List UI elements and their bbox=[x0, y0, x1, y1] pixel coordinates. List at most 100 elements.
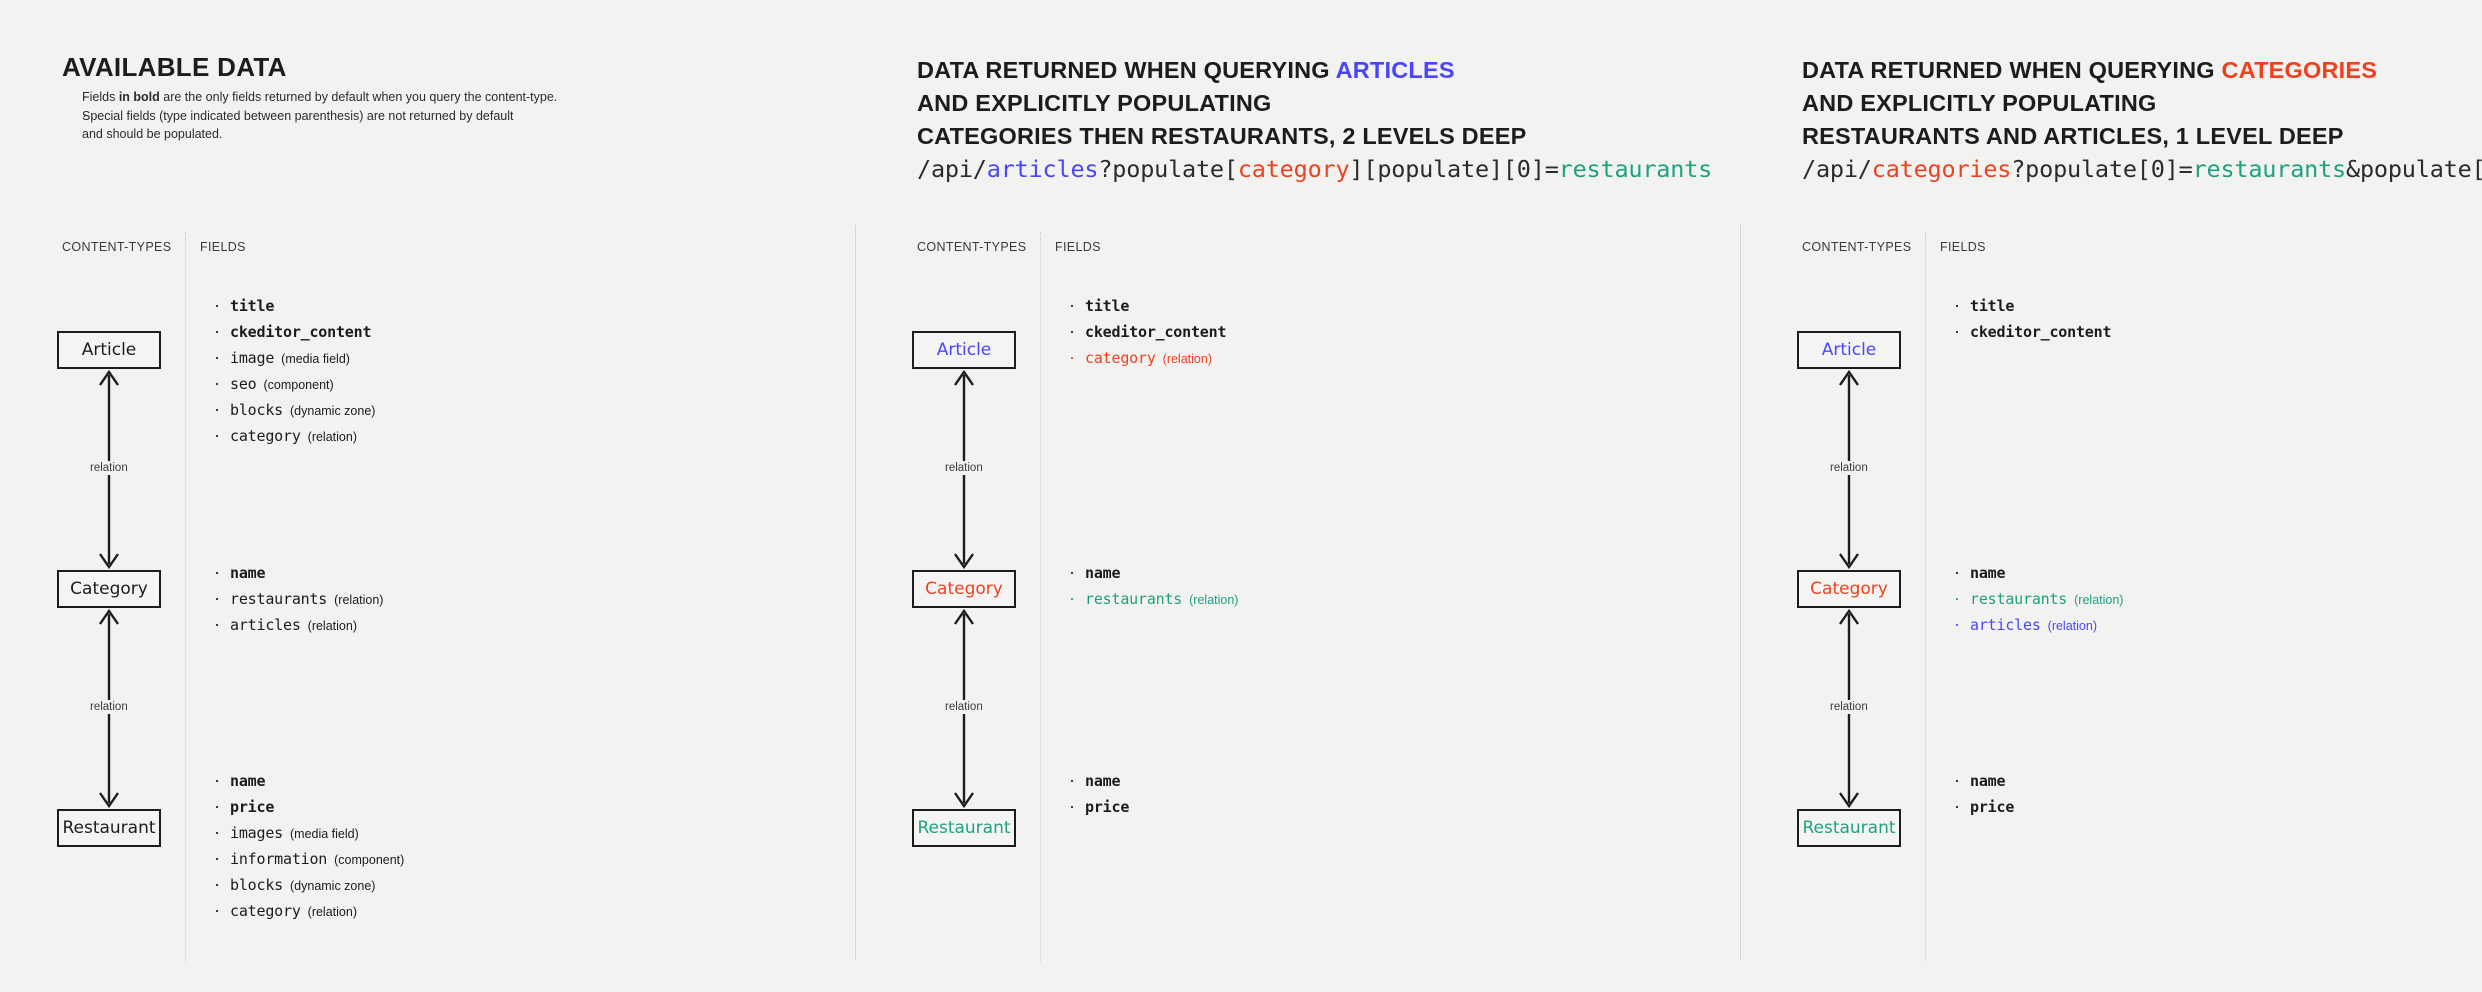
field-row: name bbox=[1952, 561, 2123, 585]
field-row: price bbox=[212, 795, 404, 819]
field-type: (relation) bbox=[1162, 352, 1212, 366]
relation-label: relation bbox=[1826, 461, 1872, 475]
field-row: seo(component) bbox=[212, 372, 375, 396]
field-row: articles (relation) bbox=[1952, 613, 2123, 637]
fields-list-category: namerestaurants(relation) articles (relati… bbox=[1952, 561, 2124, 640]
field-name: price bbox=[230, 798, 275, 816]
field-row: images(media field) bbox=[212, 821, 404, 845]
col-header-fields: FIELDS bbox=[200, 240, 246, 254]
col-header-fields: FIELDS bbox=[1055, 240, 1101, 254]
entity-box-category[interactable]: Category bbox=[57, 570, 161, 608]
field-type: (relation) bbox=[1189, 593, 1239, 607]
field-row: name bbox=[1952, 769, 2014, 793]
relation-label: relation bbox=[1826, 700, 1872, 714]
panel-available-data: AVAILABLE DATA Fields in bold are the on… bbox=[0, 0, 855, 992]
heading-highlight-categories: CATEGORIES bbox=[2221, 56, 2378, 83]
field-type: (relation) bbox=[2074, 593, 2124, 607]
field-name: name bbox=[1085, 564, 1121, 582]
field-name: ckeditor_content bbox=[1970, 323, 2112, 341]
field-type: (relation) bbox=[307, 430, 357, 444]
field-name: name bbox=[230, 772, 266, 790]
field-row: category (relation) bbox=[212, 899, 404, 923]
field-name: title bbox=[1085, 297, 1130, 315]
url-segment: ][populate][0]= bbox=[1349, 155, 1559, 183]
heading-line1: DATA RETURNED WHEN QUERYING CATEGORIES bbox=[1802, 56, 2378, 83]
field-row: restaurants(relation) bbox=[1067, 587, 1239, 611]
field-name: information bbox=[230, 850, 328, 868]
api-url-articles[interactable]: /api/articles?populate[category][populat… bbox=[917, 155, 1712, 183]
entity-box-article[interactable]: Article bbox=[57, 331, 161, 369]
field-name: price bbox=[1085, 798, 1130, 816]
field-row: title bbox=[1952, 294, 2111, 318]
heading-line2: AND EXPLICITLY POPULATING bbox=[1802, 89, 2157, 116]
relation-label: relation bbox=[941, 700, 987, 714]
field-type: (relation) bbox=[307, 905, 357, 919]
fields-divider bbox=[1040, 232, 1041, 962]
url-segment: /api/ bbox=[917, 155, 987, 183]
field-row: ckeditor_content bbox=[1952, 320, 2112, 344]
heading-line1: DATA RETURNED WHEN QUERYING ARTICLES bbox=[917, 56, 1455, 83]
entity-box-restaurant[interactable]: Restaurant bbox=[912, 809, 1016, 847]
field-name: title bbox=[1970, 297, 2015, 315]
field-name: title bbox=[230, 297, 275, 315]
relation-label: relation bbox=[86, 461, 132, 475]
entity-box-category[interactable]: Category bbox=[1797, 570, 1901, 608]
heading-line3: RESTAURANTS AND ARTICLES, 1 LEVEL DEEP bbox=[1802, 122, 2344, 149]
fields-list-article: title ckeditor_content bbox=[1952, 294, 2112, 347]
field-type: (relation) bbox=[307, 619, 357, 633]
field-type: (component) bbox=[334, 853, 405, 867]
heading-line3: CATEGORIES THEN RESTAURANTS, 2 LEVELS DE… bbox=[917, 122, 1527, 149]
api-url-categories[interactable]: /api/categories?populate[0]=restaurants&… bbox=[1802, 155, 2482, 183]
field-name: images bbox=[230, 824, 283, 842]
url-segment: restaurants bbox=[1558, 155, 1713, 183]
col-header-content-types: CONTENT-TYPES bbox=[917, 240, 1027, 254]
field-row: blocks (dynamic zone) bbox=[212, 398, 376, 422]
panel2-heading: DATA RETURNED WHEN QUERYING ARTICLES AND… bbox=[917, 54, 1526, 153]
field-name: seo bbox=[230, 375, 257, 393]
field-type: (media field) bbox=[281, 352, 350, 366]
fields-list-category: name restaurants(relation) bbox=[1067, 561, 1239, 614]
field-row: name bbox=[212, 561, 383, 585]
field-type: (dynamic zone) bbox=[290, 404, 376, 418]
field-row: price bbox=[1067, 795, 1130, 819]
field-name: blocks bbox=[230, 401, 283, 419]
field-name: restaurants bbox=[230, 590, 328, 608]
url-segment: ?populate[0]= bbox=[2011, 155, 2193, 183]
fields-divider bbox=[1925, 232, 1926, 962]
entity-box-restaurant[interactable]: Restaurant bbox=[57, 809, 161, 847]
field-name: articles bbox=[1970, 616, 2041, 634]
field-row: category(relation) bbox=[212, 424, 375, 448]
field-row: title bbox=[1067, 294, 1226, 318]
field-row: image (media field) bbox=[212, 346, 375, 370]
entity-box-article[interactable]: Article bbox=[1797, 331, 1901, 369]
entity-box-article[interactable]: Article bbox=[912, 331, 1016, 369]
field-name: articles bbox=[230, 616, 301, 634]
field-type: (relation) bbox=[2047, 619, 2097, 633]
field-name: ckeditor_content bbox=[230, 323, 372, 341]
field-row: ckeditor_content bbox=[212, 320, 375, 344]
note-item: Fields in bold are the only fields retur… bbox=[78, 88, 557, 107]
field-row: name bbox=[212, 769, 404, 793]
url-segment: articles bbox=[986, 155, 1099, 183]
panel-query-articles: DATA RETURNED WHEN QUERYING ARTICLES AND… bbox=[855, 0, 1740, 992]
fields-divider bbox=[185, 232, 186, 962]
field-name: category bbox=[230, 902, 301, 920]
url-segment: category bbox=[1237, 155, 1350, 183]
field-row: category(relation) bbox=[1067, 346, 1226, 370]
panel3-heading: DATA RETURNED WHEN QUERYING CATEGORIES A… bbox=[1802, 54, 2377, 153]
field-type: (relation) bbox=[334, 593, 384, 607]
col-header-fields: FIELDS bbox=[1940, 240, 1986, 254]
entity-box-category[interactable]: Category bbox=[912, 570, 1016, 608]
note-bold: in bold bbox=[118, 90, 160, 104]
panel1-heading: AVAILABLE DATA bbox=[62, 52, 287, 83]
fields-list-category: name restaurants (relation) articles (relati… bbox=[212, 561, 384, 640]
relation-label: relation bbox=[941, 461, 987, 475]
field-name: image bbox=[230, 349, 275, 367]
field-row: restaurants(relation) bbox=[1952, 587, 2124, 611]
entity-box-restaurant[interactable]: Restaurant bbox=[1797, 809, 1901, 847]
field-row: blocks(dynamic zone) bbox=[212, 873, 404, 897]
field-name: blocks bbox=[230, 876, 283, 894]
field-name: name bbox=[1970, 772, 2006, 790]
field-row: information (component) bbox=[212, 847, 405, 871]
